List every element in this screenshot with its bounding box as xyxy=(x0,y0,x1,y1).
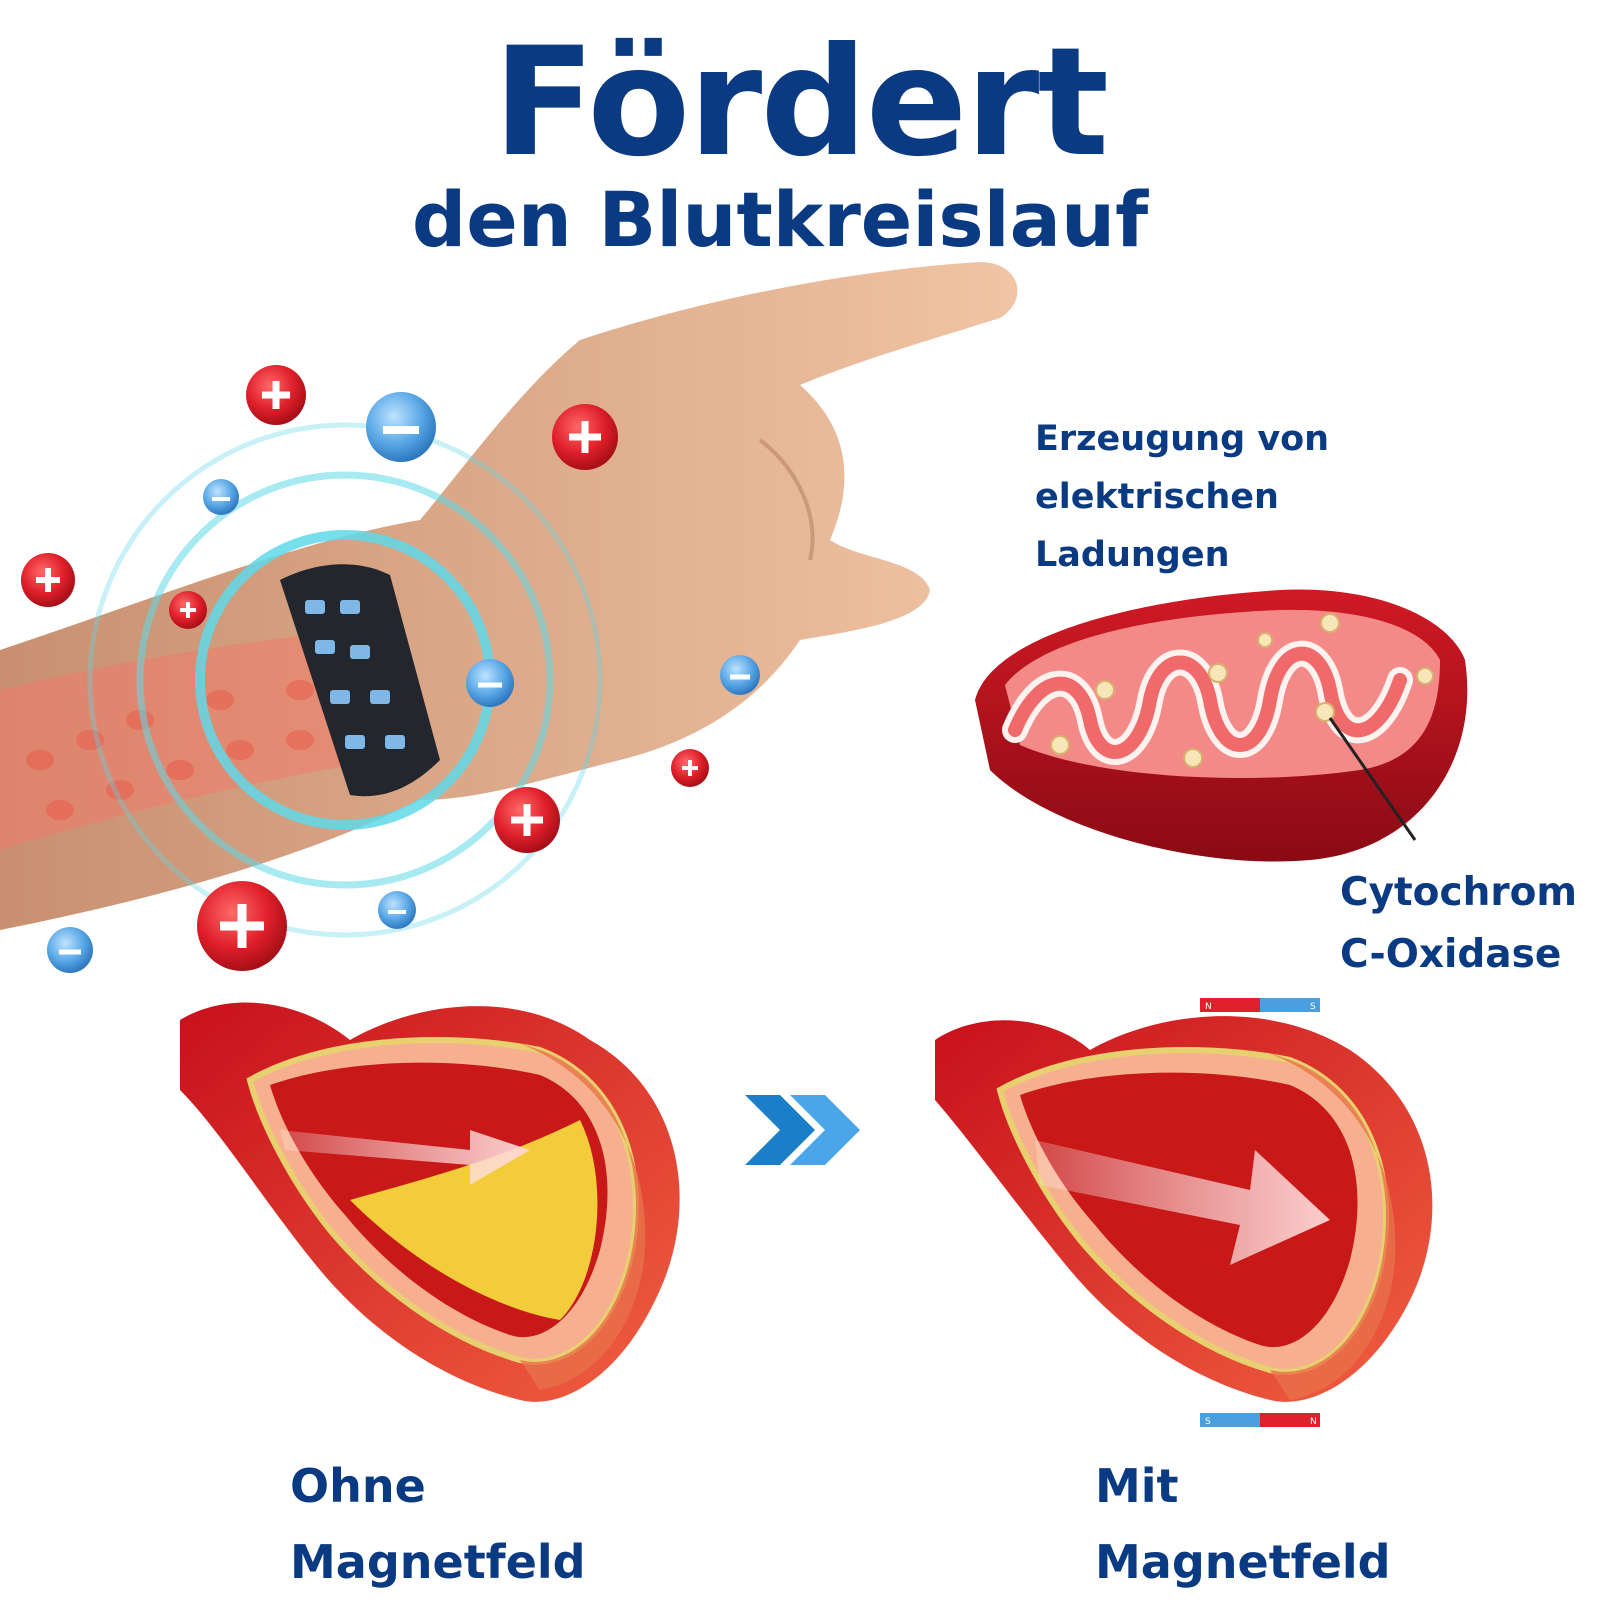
minus-ion-icon xyxy=(466,659,514,707)
with-magnetfeld-label: Mit Magnetfeld xyxy=(1095,1448,1391,1600)
charge-label-line: Erzeugung von xyxy=(1035,419,1330,459)
vessel-without-magnetfeld xyxy=(180,1002,680,1402)
minus-ion-icon xyxy=(366,392,436,462)
plus-ion-icon xyxy=(552,404,618,470)
minus-ion-icon xyxy=(203,479,239,515)
plus-ion-icon xyxy=(494,787,560,853)
without-label-line: Ohne xyxy=(290,1459,426,1513)
minus-ion-icon xyxy=(378,891,416,929)
pointer-line xyxy=(1328,717,1417,841)
mitochondria-particles xyxy=(1050,613,1434,768)
magnet-north-label: N xyxy=(1310,1417,1317,1427)
magnet-south-label: S xyxy=(1205,1417,1211,1427)
minus-ion-icon xyxy=(720,655,760,695)
plaque-deposit xyxy=(350,1120,598,1320)
double-chevron-right-icon xyxy=(745,1095,860,1165)
magnetic-bracelet xyxy=(280,564,440,797)
magnet-north-label: N xyxy=(1205,1002,1212,1012)
plus-ion-icon xyxy=(169,591,207,629)
page-title: Fördert xyxy=(492,16,1109,190)
charge-label-line: elektrischen xyxy=(1035,477,1279,517)
with-label-line: Magnetfeld xyxy=(1095,1535,1391,1589)
negative-ions xyxy=(47,392,760,973)
vessel-with-magnetfeld xyxy=(935,1016,1433,1402)
blood-cells xyxy=(26,680,314,820)
plus-ion-icon xyxy=(21,553,75,607)
flow-arrow xyxy=(1035,1140,1330,1265)
charge-label-line: Ladungen xyxy=(1035,535,1230,575)
flow-arrow xyxy=(280,1130,530,1185)
with-label-line: Mit xyxy=(1095,1459,1179,1513)
magnet-south-label: S xyxy=(1310,1002,1316,1012)
enzyme-label-line: Cytochrom xyxy=(1340,870,1578,915)
plus-ion-icon xyxy=(246,365,306,425)
plus-ion-icon xyxy=(671,749,709,787)
plus-ion-icon xyxy=(197,881,287,971)
charge-generation-label: Erzeugung von elektrischen Ladungen xyxy=(1035,410,1329,584)
cytochrome-oxidase-label: Cytochrom C-Oxidase xyxy=(1340,862,1577,986)
magnet-top: N S xyxy=(1200,998,1320,1012)
mitochondrion xyxy=(975,589,1468,862)
positive-ions xyxy=(21,365,709,971)
without-magnetfeld-label: Ohne Magnetfeld xyxy=(290,1448,586,1600)
without-label-line: Magnetfeld xyxy=(290,1535,586,1589)
page-subtitle: den Blutkreislauf xyxy=(411,175,1149,264)
arm-with-bracelet xyxy=(0,262,1018,930)
enzyme-label-line: C-Oxidase xyxy=(1340,932,1562,977)
magnet-bottom: S N xyxy=(1200,1413,1320,1427)
minus-ion-icon xyxy=(47,927,93,973)
